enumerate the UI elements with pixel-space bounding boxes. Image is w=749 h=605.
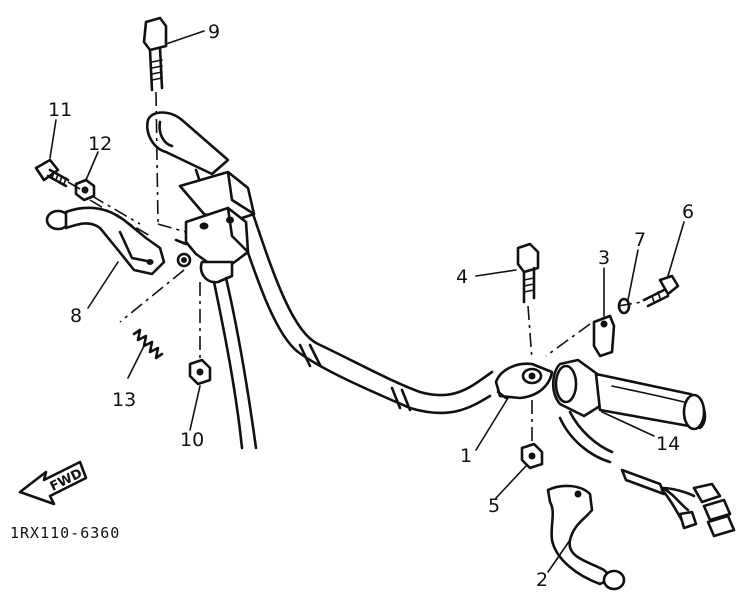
- brake-lever: [546, 484, 626, 591]
- screw-6: [642, 274, 680, 308]
- left-grip: [146, 111, 230, 184]
- spring-13: [132, 328, 164, 360]
- callout-7: 7: [634, 229, 646, 251]
- callout-2: 2: [536, 569, 548, 591]
- screw-11: [34, 158, 70, 188]
- callout-9: 9: [208, 21, 220, 43]
- bolt-4: [516, 242, 540, 304]
- callout-4: 4: [456, 266, 468, 288]
- nut-5: [520, 442, 544, 470]
- callout-3: 3: [598, 247, 610, 269]
- callouts: 9 11 12 8 13 10 4 1 5 3 7 6 14 2: [48, 21, 694, 591]
- throttle-housing: [178, 170, 256, 224]
- callout-14: 14: [656, 433, 680, 455]
- leader-lines: [49, 30, 685, 573]
- callout-5: 5: [488, 495, 500, 517]
- wiring-harness: [558, 410, 736, 538]
- callout-12: 12: [88, 133, 112, 155]
- callout-1: 1: [460, 445, 472, 467]
- callout-8: 8: [70, 305, 82, 327]
- bolt-9: [142, 16, 168, 92]
- fwd-arrow-icon: FWD: [18, 460, 88, 506]
- alignment-lines: [67, 91, 643, 444]
- nut-10: [188, 358, 212, 386]
- diagram-code: 1RX110-6360: [10, 524, 120, 542]
- brake-holder-clamp: [494, 362, 554, 400]
- nut-12: [74, 178, 96, 202]
- holder-3: [592, 314, 616, 358]
- right-switch-and-grip: [551, 358, 707, 431]
- callout-11: 11: [48, 99, 72, 121]
- callout-10: 10: [180, 429, 204, 451]
- lever-holder: [174, 206, 250, 284]
- clutch-lever: [45, 206, 166, 276]
- callout-6: 6: [682, 201, 694, 223]
- callout-13: 13: [112, 389, 136, 411]
- control-cables: [212, 276, 258, 450]
- handlebar: [226, 194, 494, 415]
